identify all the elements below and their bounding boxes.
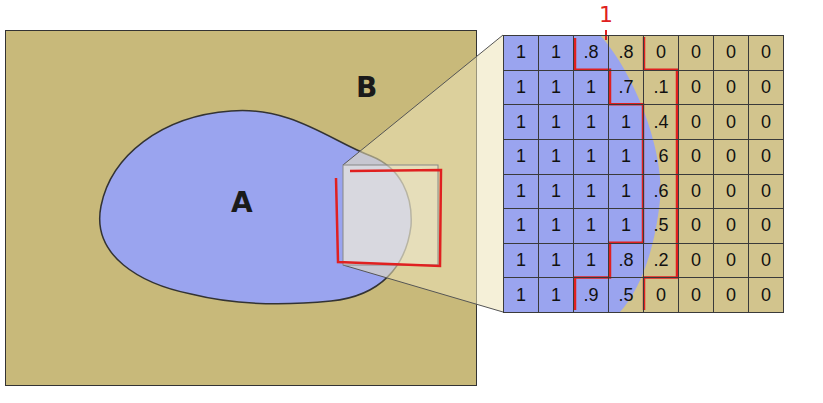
region-box: BA <box>5 30 477 386</box>
grid-cell: 1 <box>608 104 644 140</box>
grid-cell: .8 <box>608 243 644 279</box>
grid-cell: 1 <box>538 35 574 71</box>
grid-cell: .7 <box>608 70 644 106</box>
grid-cell: 0 <box>713 104 749 140</box>
grid-cell: 1 <box>538 243 574 279</box>
grid-cell: 1 <box>608 139 644 175</box>
region-label: A <box>231 186 253 219</box>
grid-cell: 0 <box>748 243 784 279</box>
grid-cell: 1 <box>573 104 609 140</box>
grid-cell: 1 <box>503 208 539 244</box>
grid-cell: 0 <box>678 277 714 313</box>
grid-cell: 1 <box>573 139 609 175</box>
grid-cell: 1 <box>503 174 539 210</box>
grid-cell: 1 <box>538 277 574 313</box>
grid-cell: .8 <box>608 35 644 71</box>
grid-cell: 0 <box>678 139 714 175</box>
grid-cell: 1 <box>538 139 574 175</box>
grid-cell: .9 <box>573 277 609 313</box>
grid-cell: 0 <box>748 35 784 71</box>
grid-cell: .6 <box>643 139 679 175</box>
grid-cell: 1 <box>503 243 539 279</box>
grid-cell: 1 <box>538 208 574 244</box>
grid-cell: 1 <box>573 174 609 210</box>
grid-cell: 0 <box>713 35 749 71</box>
red-note: 1 <box>599 2 613 27</box>
grid-cell: 1 <box>608 208 644 244</box>
grid-cell: 0 <box>713 174 749 210</box>
grid-cell: 1 <box>538 174 574 210</box>
grid-cell: 0 <box>643 277 679 313</box>
grid-cell: 0 <box>678 70 714 106</box>
grid-cell: 0 <box>713 277 749 313</box>
grid-ground <box>503 35 783 312</box>
grid-cell: .2 <box>643 243 679 279</box>
grid-cell: 0 <box>748 277 784 313</box>
grid-cell: 0 <box>713 243 749 279</box>
grid-cell: 0 <box>678 208 714 244</box>
grid-cell: 0 <box>678 174 714 210</box>
grid-cell: 1 <box>573 243 609 279</box>
grid-cell: 0 <box>748 208 784 244</box>
grid-cell: 0 <box>748 70 784 106</box>
grid-cell: 0 <box>678 35 714 71</box>
grid-cell: .8 <box>573 35 609 71</box>
grid-region <box>503 35 661 312</box>
grid-cell: 1 <box>538 70 574 106</box>
grid-cell: 1 <box>608 174 644 210</box>
grid-cell: .6 <box>643 174 679 210</box>
grid-cell: 1 <box>503 35 539 71</box>
grid-cell: 0 <box>678 243 714 279</box>
grid-cell: 0 <box>713 208 749 244</box>
grid-cell: .1 <box>643 70 679 106</box>
grid-cell: 0 <box>713 70 749 106</box>
grid-cell: .5 <box>643 208 679 244</box>
grid-cell: 1 <box>503 139 539 175</box>
region-blob: A <box>81 96 416 306</box>
grid-cell: 0 <box>748 139 784 175</box>
grid-cell: 0 <box>748 174 784 210</box>
grid-cell: 0 <box>643 35 679 71</box>
grid-cell: 1 <box>503 277 539 313</box>
grid-cell: .5 <box>608 277 644 313</box>
grid-cell: 0 <box>713 139 749 175</box>
grid-cell: 0 <box>678 104 714 140</box>
grid-cell: .4 <box>643 104 679 140</box>
grid-cell: 1 <box>538 104 574 140</box>
grid-cell: 0 <box>748 104 784 140</box>
region-label: B <box>356 71 377 104</box>
grid-cell: 1 <box>573 70 609 106</box>
grid-cell: 1 <box>503 70 539 106</box>
grid-cell: 1 <box>573 208 609 244</box>
grid-cell: 1 <box>503 104 539 140</box>
